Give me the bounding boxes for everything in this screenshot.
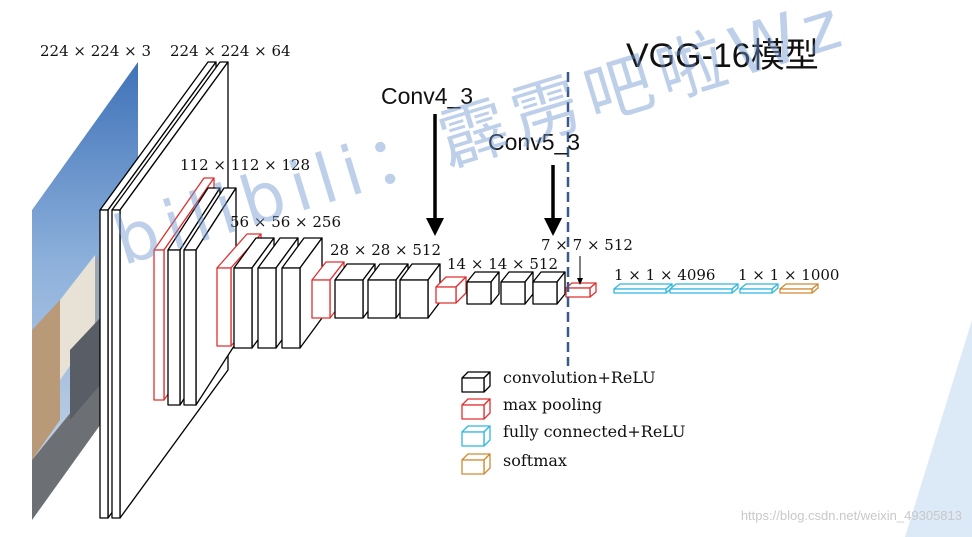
legend-label-conv: convolution+ReLU xyxy=(503,368,656,387)
fc6-block-front xyxy=(613,288,667,294)
dim-label-56x56x256: 56 × 56 × 256 xyxy=(230,213,342,231)
dim-label-14x14x512: 14 × 14 × 512 xyxy=(447,255,559,273)
conv1-2-block-front xyxy=(111,209,121,519)
diagram-title: VGG-16模型 xyxy=(626,37,819,75)
dim-label-7x7x512: 7 × 7 × 512 xyxy=(541,236,633,254)
conv5-1-block xyxy=(466,271,500,305)
fc6-block-top xyxy=(613,283,673,290)
conv5-1-block-front xyxy=(466,281,492,305)
pool2-block-front xyxy=(216,267,232,347)
conv3-2-block-front xyxy=(257,267,277,349)
pool5-block-front xyxy=(565,287,591,298)
dim-label-input: 224 × 224 × 3 xyxy=(40,42,152,60)
legend-swatch-2 xyxy=(461,398,491,420)
conv4-3-block-front xyxy=(399,279,429,319)
conv4-2-block-front xyxy=(367,279,397,319)
fc8-block-front xyxy=(739,288,773,294)
softmax-block-front xyxy=(779,288,813,294)
dim-label-28x28x512: 28 × 28 × 512 xyxy=(330,241,442,259)
legend-swatch-4-front xyxy=(461,459,485,475)
legend-swatches xyxy=(461,371,491,475)
conv2-1-block-front xyxy=(167,249,181,406)
legend-label-pool: max pooling xyxy=(503,395,603,414)
conv3-3-block-front xyxy=(281,267,301,349)
dim-label-224x224x64: 224 × 224 × 64 xyxy=(170,42,291,60)
pool1-block-front xyxy=(153,249,165,401)
conv1-1-block-front xyxy=(99,209,109,519)
source-url: https://blog.csdn.net/weixin_49305813 xyxy=(740,508,962,523)
legend-swatch-2-front xyxy=(461,404,485,420)
legend-swatch-1-front xyxy=(461,377,485,393)
legend-swatch-4 xyxy=(461,453,491,475)
conv4-1-block-front xyxy=(334,279,364,319)
legend-swatch-3 xyxy=(461,425,491,447)
conv5-3-block-front xyxy=(532,281,558,305)
dim-label-112x112x128: 112 × 112 × 128 xyxy=(180,156,311,174)
small-arrow-7x7 xyxy=(577,256,583,285)
conv2-2-block-front xyxy=(183,249,197,406)
dim-label-1x1x1000: 1 × 1 × 1000 xyxy=(738,266,840,284)
pool3-block-front xyxy=(311,279,331,319)
softmax-block xyxy=(779,283,819,294)
pool4-block xyxy=(435,276,467,304)
fc7-block-top xyxy=(669,283,739,290)
conv5-3-block xyxy=(532,271,566,305)
fc7-block xyxy=(669,283,739,294)
fc8-block xyxy=(739,283,779,294)
conv5-2-block-front xyxy=(500,281,526,305)
pool4-block-front xyxy=(435,286,457,304)
conv3-1-block-front xyxy=(233,267,253,349)
legend-swatch-1 xyxy=(461,371,491,393)
conv2-2-block xyxy=(183,187,237,406)
fc7-block-front xyxy=(669,288,733,294)
background-decoration xyxy=(905,320,972,537)
conv5-2-block xyxy=(500,271,534,305)
legend-label-fc: fully connected+ReLU xyxy=(503,422,686,441)
conv4-3-arrow xyxy=(426,114,444,236)
fc6-block xyxy=(613,283,673,294)
legend-label-softmax: softmax xyxy=(503,451,567,470)
callout-conv4-3: Conv4_3 xyxy=(381,83,474,109)
legend-swatch-3-front xyxy=(461,431,485,447)
layer-blocks xyxy=(99,61,819,519)
pool5-block xyxy=(565,282,597,298)
callout-conv5-3: Conv5_3 xyxy=(488,129,581,155)
conv5-3-arrow xyxy=(544,165,562,236)
dim-label-1x1x4096: 1 × 1 × 4096 xyxy=(614,266,716,284)
conv4-3-block xyxy=(399,263,441,319)
